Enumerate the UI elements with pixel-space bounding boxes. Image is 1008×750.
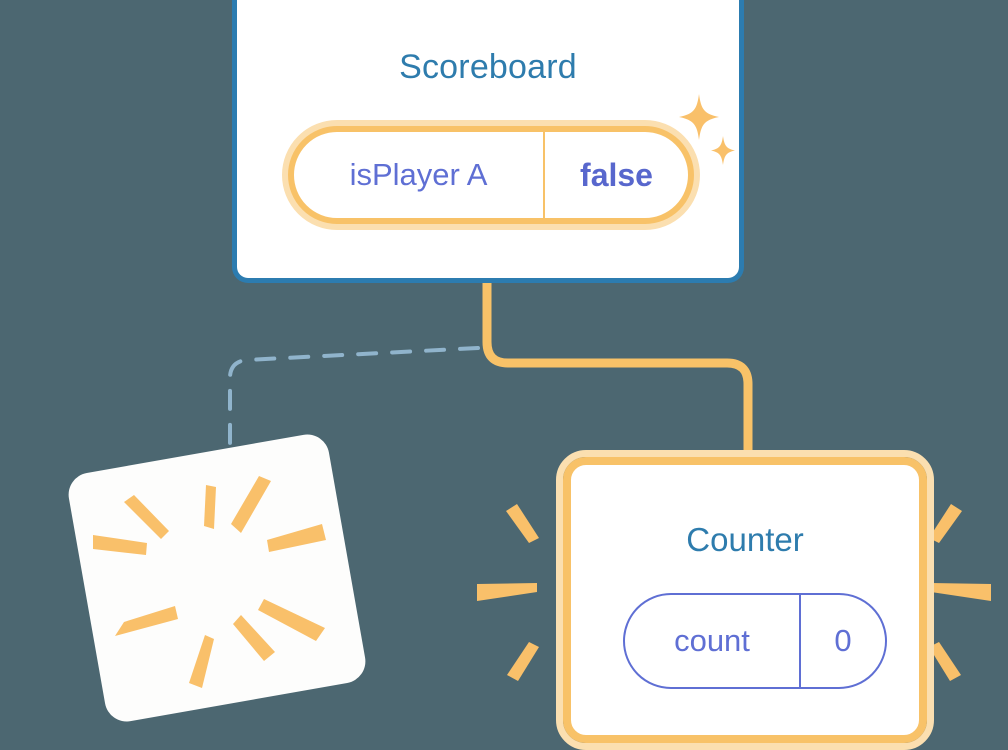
burst-ray: [267, 524, 326, 552]
burst-ray: [231, 476, 271, 533]
burst-ray: [233, 615, 275, 661]
scoreboard-property-pill[interactable]: isPlayer A false: [282, 120, 700, 230]
burst-ray: [507, 642, 539, 681]
burst-ray: [93, 535, 147, 555]
solid-connector-scoreboard-to-counter: [482, 283, 753, 462]
counter-title: Counter: [686, 521, 804, 558]
scoreboard-title: Scoreboard: [399, 48, 577, 86]
burst-ray: [124, 495, 169, 539]
property-value: 0: [834, 623, 852, 658]
property-value: false: [580, 156, 653, 193]
property-key: count: [625, 595, 801, 687]
sparkle-large-icon: [679, 94, 719, 140]
counter-card-inner: Counter count 0: [563, 457, 927, 743]
burst-ray: [189, 635, 214, 688]
pill-body: isPlayer A false: [288, 126, 694, 224]
counter-property-pill[interactable]: count 0: [623, 593, 887, 689]
pill-highlight-glow: [282, 120, 700, 230]
burst-ray: [506, 504, 539, 543]
burst-ray: [115, 606, 178, 636]
counter-card[interactable]: Counter count 0: [556, 450, 934, 750]
property-key: isPlayer A: [294, 132, 545, 218]
burst-card[interactable]: [65, 430, 369, 726]
burst-ray: [931, 583, 991, 601]
sparkle-icon: [679, 94, 735, 165]
scoreboard-card[interactable]: Scoreboard isPlayer A false: [232, 0, 744, 283]
burst-ray: [258, 599, 325, 641]
burst-ray: [477, 583, 537, 601]
burst-rays-icon: [93, 476, 326, 688]
burst-ray: [204, 485, 216, 529]
sparkle-small-icon: [711, 136, 735, 165]
